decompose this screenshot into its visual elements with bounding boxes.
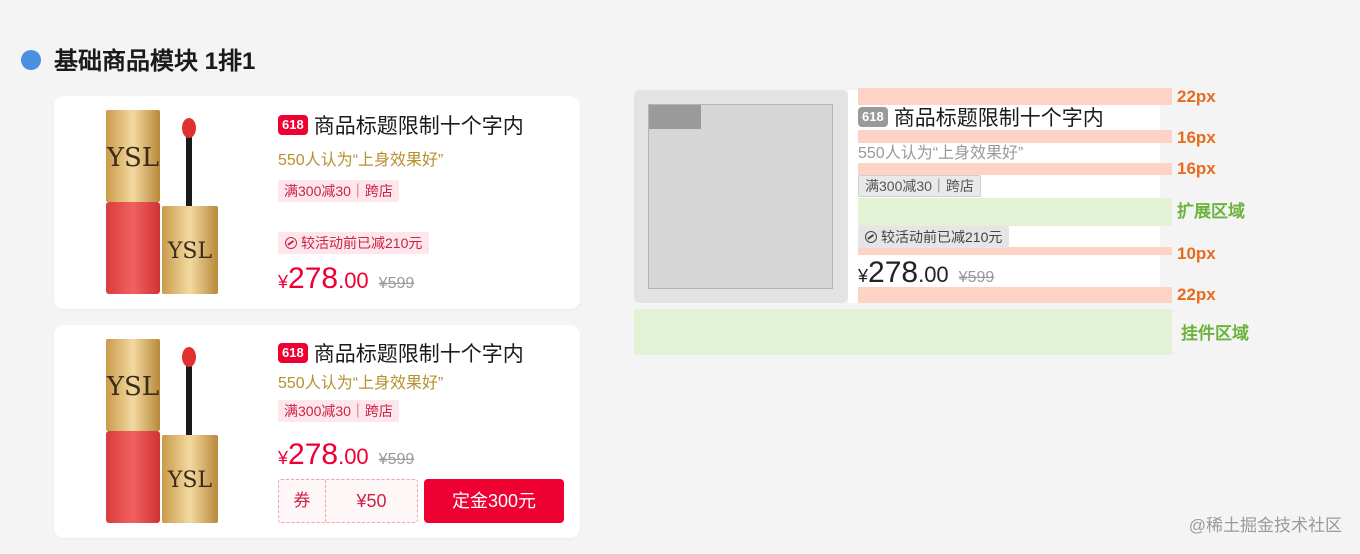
spacing-band [858, 247, 1172, 255]
spec-image-placeholder [648, 104, 833, 289]
spacing-band-bottom [858, 287, 1172, 303]
spec-subtitle: 550人认为“上身效果好” [858, 145, 1024, 162]
coupon-label: 券 [279, 480, 326, 522]
deposit-button[interactable]: 定金300元 [424, 479, 564, 523]
coupon-button[interactable]: 券 ¥50 [278, 479, 418, 523]
product-price: ¥278.00¥599 [278, 262, 415, 295]
original-price: ¥599 [378, 451, 415, 468]
annotation-gap: 22px [1177, 87, 1216, 106]
spacing-band [858, 130, 1172, 143]
spec-promo-label: 满300减30｜跨店 [858, 175, 981, 197]
promo-618-badge: 618 [278, 343, 308, 364]
lipstick-product-image: YSL YSL [106, 110, 218, 294]
promo-label: 满300减30｜跨店 [278, 180, 399, 202]
discount-icon [285, 237, 297, 249]
pendant-area-band [634, 309, 1172, 355]
discount-icon [865, 231, 877, 243]
svg-text:YSL: YSL [167, 239, 213, 264]
section-title: 基础商品模块 1排1 [54, 48, 256, 75]
product-price: ¥278.00¥599 [278, 438, 415, 471]
spacing-band [858, 163, 1172, 175]
svg-text:YSL: YSL [106, 143, 159, 173]
price-reduction-label: 较活动前已减210元 [278, 232, 430, 254]
annotation-gap: 10px [1177, 244, 1216, 263]
spec-price: ¥278.00¥599 [858, 256, 995, 289]
annotation-pendant-area: 挂件区域 [1181, 324, 1249, 343]
spec-image-tag-placeholder [649, 105, 701, 129]
original-price: ¥599 [378, 275, 415, 292]
promo-618-badge: 618 [278, 115, 308, 136]
product-title-text: 商品标题限制十个字内 [313, 115, 524, 138]
expand-area-band [858, 198, 1172, 226]
spec-618-badge: 618 [858, 107, 888, 128]
annotation-gap: 16px [1177, 128, 1216, 147]
product-subtitle: 550人认为“上身效果好” [278, 375, 444, 392]
product-title-text: 商品标题限制十个字内 [313, 343, 524, 366]
product-subtitle: 550人认为“上身效果好” [278, 152, 444, 169]
spec-reduction-label: 较活动前已减210元 [858, 226, 1010, 248]
spec-original-price: ¥599 [958, 269, 995, 286]
section-bullet-icon [21, 50, 41, 70]
promo-label: 满300减30｜跨店 [278, 400, 399, 422]
coupon-value: ¥50 [356, 490, 387, 511]
annotation-expand-area: 扩展区域 [1177, 202, 1245, 221]
annotation-gap: 16px [1177, 159, 1216, 178]
lipstick-product-image: YSL YSL [106, 339, 218, 523]
svg-text:YSL: YSL [167, 468, 213, 493]
watermark: @稀土掘金技术社区 [1188, 516, 1342, 535]
spacing-band-top [858, 88, 1172, 105]
svg-text:YSL: YSL [106, 372, 159, 402]
annotation-gap: 22px [1177, 285, 1216, 304]
